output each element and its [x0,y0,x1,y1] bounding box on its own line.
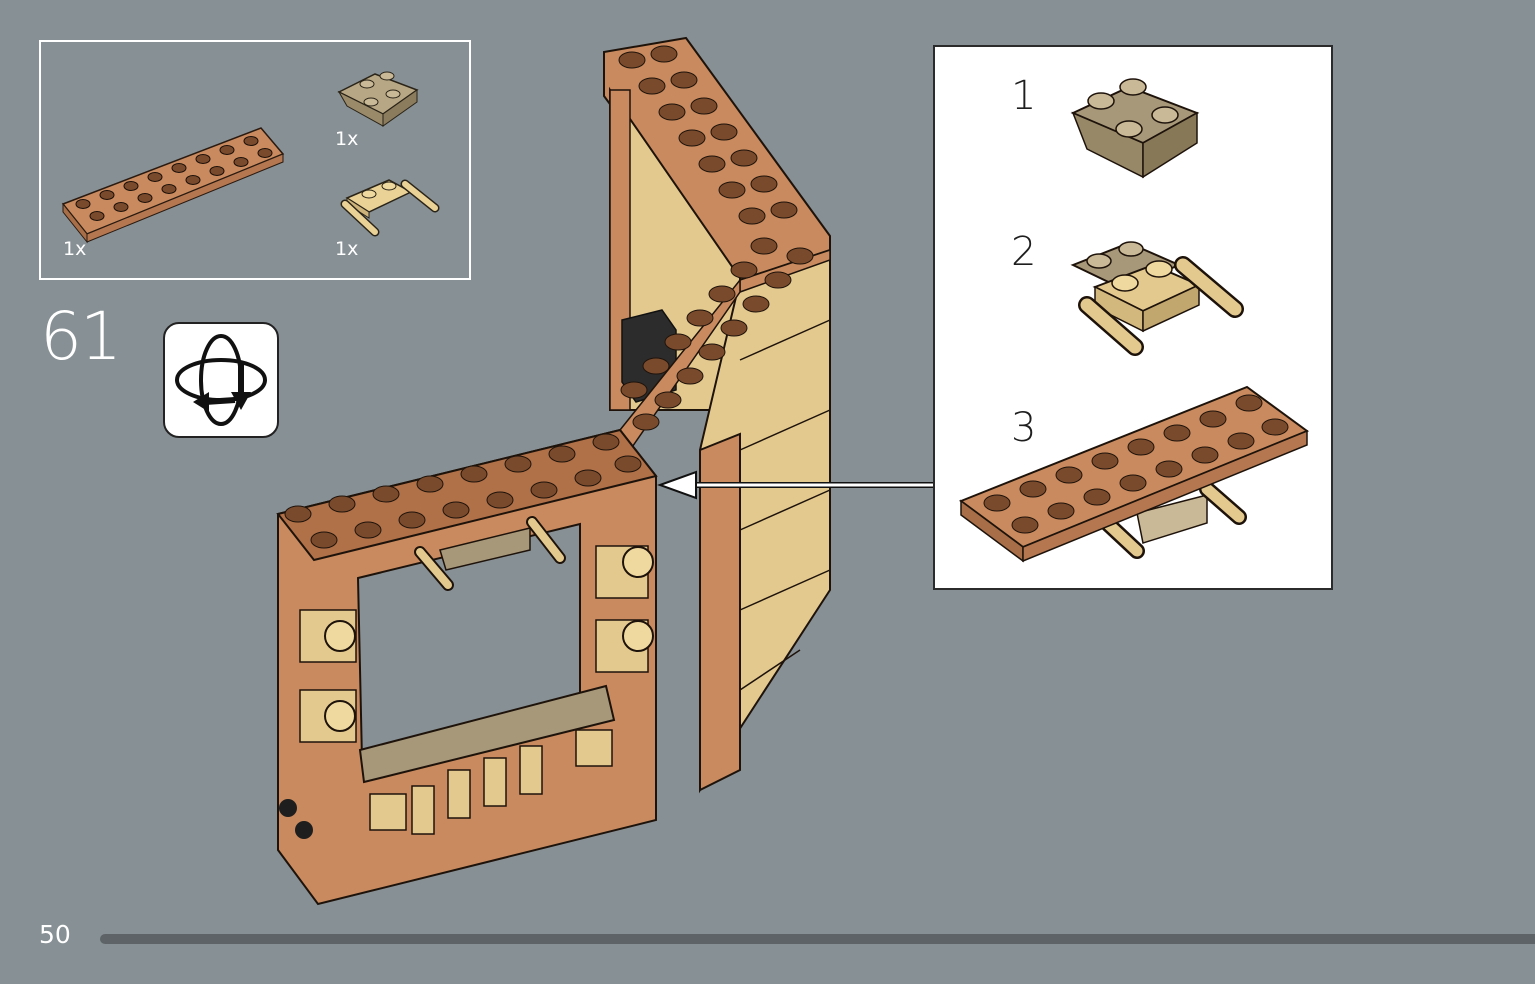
inverted-slope-part [337,71,419,127]
plate-2x8-part [61,127,285,244]
sub-step-1-illustration [1070,78,1200,179]
step-number: 61 [40,298,122,375]
sub-step-3-illustration [958,385,1310,563]
main-model-illustration [276,36,831,906]
sub-step-3-number: 3 [1011,405,1037,451]
sub-step-1-number: 1 [1011,73,1037,119]
parts-list-box: 1x 1x 1x [39,40,471,280]
sub-assembly-box: 1 2 3 [933,45,1333,590]
sub-step-2-illustration [1070,241,1244,356]
slope-qty: 1x [335,128,359,150]
progress-bar [100,934,1535,944]
rotate-model-icon [163,322,279,438]
sub-step-2-number: 2 [1011,229,1037,275]
plate-qty: 1x [63,238,87,260]
bar-holder-qty: 1x [335,238,359,260]
bar-holder-part [340,179,440,237]
page-number: 50 [39,920,71,949]
placement-arrow-icon [657,470,934,500]
